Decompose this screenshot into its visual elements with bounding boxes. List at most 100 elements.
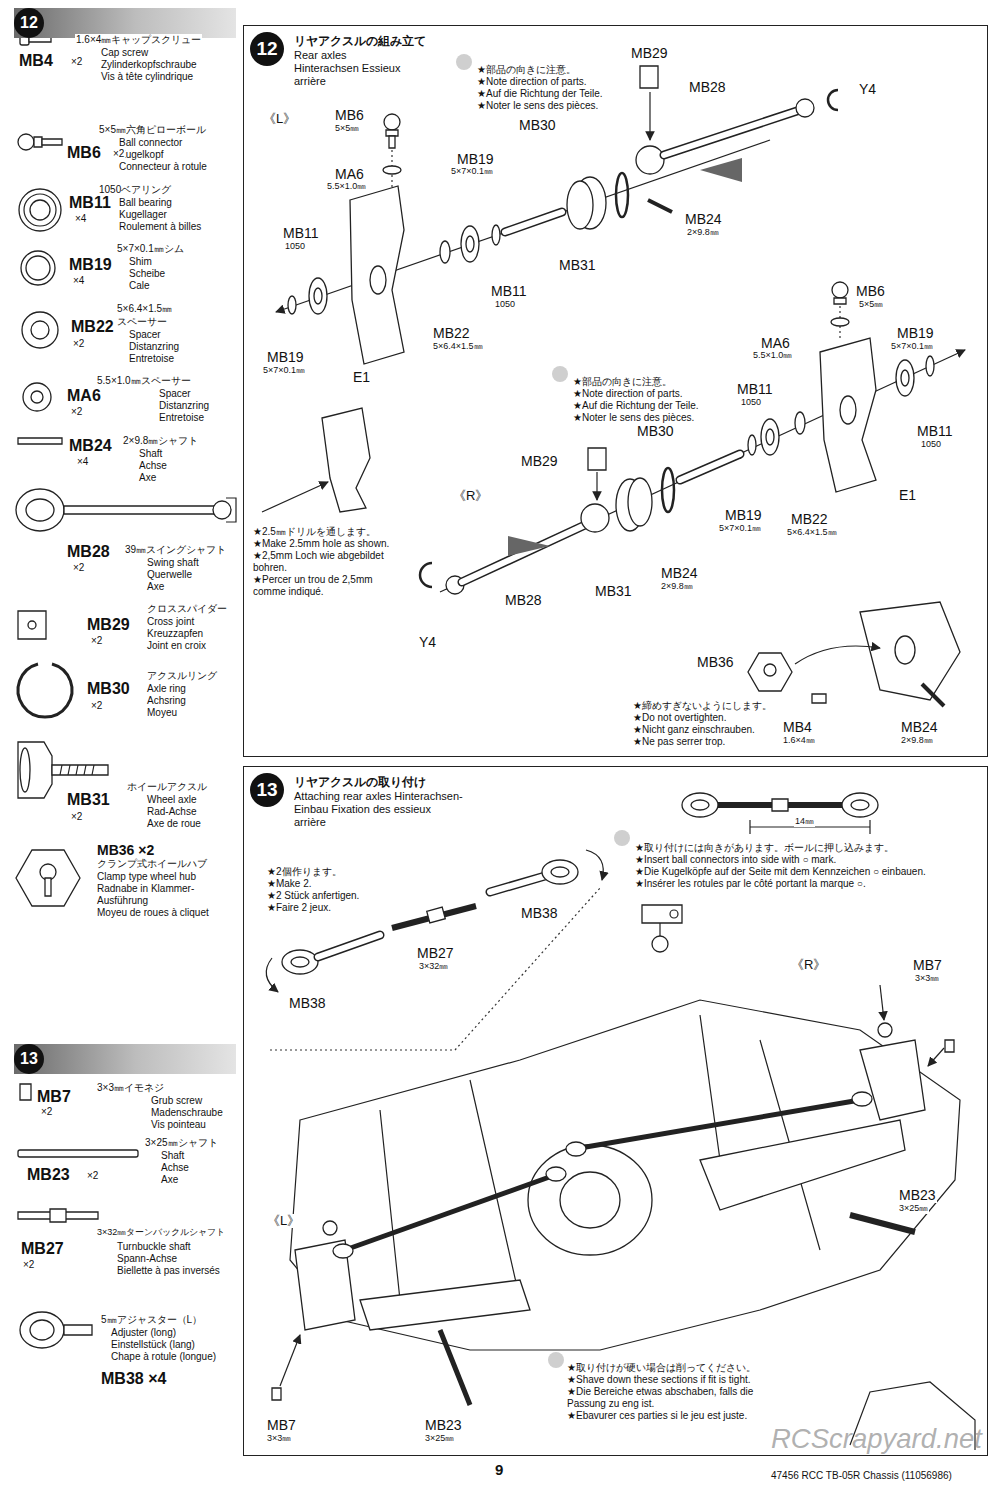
- note-text: 3×25㎜: [898, 1204, 929, 1214]
- chassis-drawing: [323, 1221, 337, 1235]
- drill-detail: [262, 482, 328, 512]
- drill-detail: [262, 408, 370, 512]
- part-id: MB31: [66, 791, 111, 809]
- note-text: ×2: [70, 811, 83, 822]
- note-text: Shaft: [160, 1150, 185, 1161]
- right-axle-exploded: [596, 472, 597, 500]
- note-text: 5×7×0.1㎜シム: [116, 243, 185, 254]
- turnbuckle-assembly: [318, 935, 380, 957]
- right-axle-exploded: [748, 435, 756, 455]
- note-text: Wheel axle: [146, 794, 197, 805]
- note-text: Achsring: [146, 695, 187, 706]
- part-id: MB23: [26, 1166, 71, 1184]
- part-icon: [52, 765, 108, 775]
- part-id: MB30: [518, 118, 557, 133]
- part-id: MB27: [416, 946, 455, 961]
- note-text: 5×5㎜六角ピローボール: [98, 124, 207, 135]
- part-icon: [30, 200, 50, 220]
- note-text: ★Note direction of parts.: [572, 388, 684, 399]
- note-text: 1.6×4㎜: [782, 736, 816, 746]
- part-id: E1: [898, 488, 917, 503]
- part-icon: [18, 611, 46, 639]
- right-axle-exploded: [508, 536, 550, 556]
- part-icon: [16, 32, 236, 1348]
- note-text: クランプ式ホイールハブ: [96, 858, 208, 869]
- left-axle-exploded: [649, 92, 650, 140]
- page-number: 9: [494, 1462, 504, 1479]
- turnbuckle-assembly: [282, 950, 318, 974]
- note-text: ★Auf die Richtung der Teile.: [476, 88, 604, 99]
- chassis-drawing: [360, 1280, 530, 1330]
- part-icon: [18, 664, 72, 717]
- part-icon: [31, 391, 43, 403]
- wheel-hub-detail: [795, 646, 880, 664]
- wheel-hub-detail: [860, 602, 960, 700]
- note-text: 1050: [494, 300, 516, 310]
- note-text: ★Make 2.5mm hole as shown.: [252, 538, 390, 549]
- part-id: MB23: [424, 1418, 463, 1433]
- part-icon: [34, 137, 42, 147]
- note-text: 5×5㎜: [858, 300, 884, 310]
- right-axle-exploded: [820, 338, 876, 492]
- note-text: comme indiqué.: [252, 586, 325, 597]
- turnbuckle-assembly: [318, 935, 380, 957]
- turnbuckle-inset: [670, 910, 678, 918]
- turnbuckle-assembly: [392, 906, 476, 928]
- right-axle-exploded: [834, 298, 846, 304]
- note-text: 3×3㎜: [914, 974, 940, 984]
- part-id: MB22: [432, 326, 471, 341]
- note-text: Chape à rotule (longue): [110, 1351, 217, 1362]
- chassis-drawing: [566, 1142, 586, 1156]
- note-marker: [552, 366, 568, 382]
- turnbuckle-assembly: [586, 850, 603, 880]
- part-icon: [42, 139, 62, 145]
- left-axle-exploded: [440, 241, 450, 263]
- note-text: ★Insert ball connectors into side with ○…: [634, 854, 837, 865]
- part-id: MB29: [86, 616, 131, 634]
- chassis-drawing: [290, 1000, 960, 1350]
- right-axle-exploded: [896, 360, 914, 396]
- note-text: ★締めすぎないようにします。: [632, 700, 773, 711]
- note-marker: [456, 54, 472, 70]
- part-id: MB7: [912, 958, 943, 973]
- wheel-hub-detail: [748, 602, 960, 706]
- note-text: ★2,5mm Loch wie abgebildet: [252, 550, 385, 561]
- part-icon: [45, 878, 51, 896]
- note-text: ×2: [70, 406, 83, 417]
- note-text: 1050: [740, 398, 762, 408]
- note-text: Spann-Achse: [116, 1253, 178, 1264]
- part-icon: [16, 850, 80, 906]
- note-text: ×2: [40, 1106, 53, 1117]
- note-text: Axe: [138, 472, 157, 483]
- wheel-hub-detail: [922, 684, 944, 706]
- note-text: Cale: [128, 280, 151, 291]
- note-text: Vis pointeau: [150, 1119, 207, 1130]
- right-axle-exploded: [680, 454, 740, 480]
- chassis-drawing: [280, 1335, 300, 1386]
- note-text: ★取り付けが硬い場合は削ってください。: [566, 1362, 757, 1373]
- right-axle-exploded: [840, 396, 856, 424]
- left-axle-exploded: [664, 110, 800, 155]
- chassis-drawing: [878, 1023, 892, 1037]
- part-id: MB24: [684, 212, 723, 227]
- note-text: 5×7×0.1㎜: [262, 366, 306, 376]
- note-text: Vis à tête cylindrique: [100, 71, 194, 82]
- part-icon: [31, 321, 49, 339]
- part-id: MB19: [896, 326, 935, 341]
- part-icon: [22, 312, 58, 348]
- note-text: ★Make 2.: [266, 878, 313, 889]
- part-icon: [18, 742, 52, 798]
- left-axle-exploded: [505, 212, 562, 232]
- turnbuckle-inset: [652, 936, 668, 952]
- part-id: MB28: [504, 593, 543, 608]
- right-axle-exploded: [831, 318, 849, 326]
- part-id: Y4: [858, 82, 877, 97]
- part-id: MB27: [20, 1240, 65, 1258]
- note-text: Distanzring: [158, 400, 210, 411]
- part-icon: [20, 1312, 64, 1348]
- right-axle-exploded: [662, 468, 674, 512]
- note-text: Kugellager: [118, 209, 168, 220]
- part-id: MB24: [68, 437, 113, 455]
- note-text: ★Noter le sens des pièces.: [476, 100, 599, 111]
- part-icon: [226, 498, 236, 522]
